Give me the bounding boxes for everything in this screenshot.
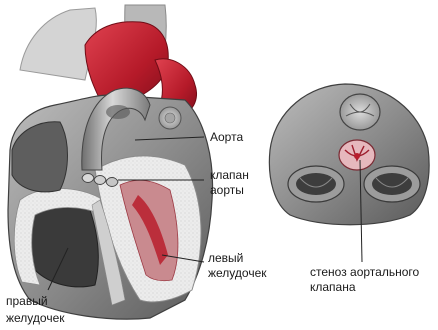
label-stenosis-line2: клапана bbox=[310, 280, 356, 294]
pulmonary-vessel bbox=[20, 8, 96, 80]
label-left-ventricle-line1: левый bbox=[208, 251, 243, 265]
coronary-ostium-inner bbox=[165, 113, 175, 123]
label-aortic-valve-line1: клапан bbox=[210, 168, 249, 182]
left-valve-opening bbox=[296, 173, 336, 195]
aorta-lumen bbox=[106, 105, 130, 119]
stenotic-valve-orifice bbox=[354, 153, 360, 159]
heart-cross-section bbox=[8, 5, 213, 319]
label-left-ventricle-line2: желудочек bbox=[208, 266, 267, 280]
label-aorta: Аорта bbox=[210, 130, 243, 144]
right-valve-opening bbox=[372, 173, 412, 195]
label-stenosis-line1: стеноз аортального bbox=[310, 265, 419, 279]
label-right-ventricle-line2: желудочек bbox=[6, 311, 65, 325]
label-aortic-valve-line2: аорты bbox=[210, 183, 244, 197]
label-right-ventricle-line1: правый bbox=[6, 294, 48, 308]
valve-top-view bbox=[269, 84, 429, 225]
